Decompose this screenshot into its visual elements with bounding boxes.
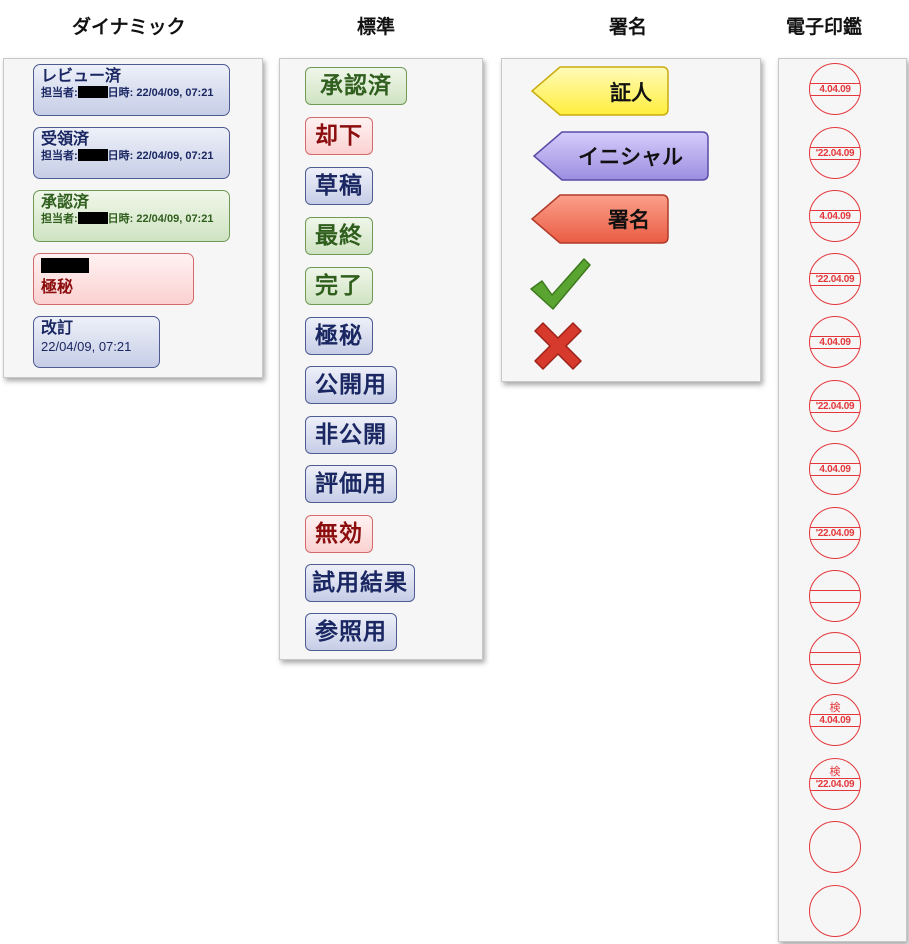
column-title-signature: 署名	[609, 16, 648, 38]
seal-stamp-inspected[interactable]: 検'22.04.09	[809, 758, 861, 810]
redaction-block	[77, 212, 108, 224]
seal-stamp[interactable]: 4.04.09	[809, 190, 861, 242]
signature-stamp-witness[interactable]: 証人	[530, 66, 669, 116]
seal-date: 4.04.09	[819, 84, 851, 95]
redaction-block	[77, 86, 108, 98]
standard-stamp-confidential[interactable]: 極秘	[305, 317, 373, 355]
standard-stamp-draft[interactable]: 草稿	[305, 167, 373, 205]
dynamic-stamp-received[interactable]: 受領済 担当者:日時: 22/04/09, 07:21	[33, 127, 230, 179]
standard-stamp-approved[interactable]: 承認済	[305, 67, 407, 105]
stamp-title: 極秘	[41, 279, 74, 296]
seal-date: '22.04.09	[815, 274, 855, 285]
seal-date: '22.04.09	[815, 401, 855, 412]
seal-stamp[interactable]: 4.04.09	[809, 316, 861, 368]
seal-stamp-plain[interactable]	[809, 821, 861, 873]
stamp-title: 承認済	[41, 194, 90, 211]
seal-kanji: 検	[829, 765, 841, 778]
check-icon[interactable]	[530, 258, 591, 310]
signature-stamp-initial[interactable]: イニシャル	[532, 131, 709, 181]
dynamic-stamp-revised[interactable]: 改訂 22/04/09, 07:21	[33, 316, 160, 368]
seal-date: 4.04.09	[819, 464, 851, 475]
seal-date: '22.04.09	[815, 528, 855, 539]
stamp-title: レビュー済	[41, 68, 122, 85]
dynamic-stamp-confidential[interactable]: 極秘	[33, 253, 194, 305]
standard-stamp-for-reference[interactable]: 参照用	[305, 613, 397, 651]
seal-kanji: 検	[829, 701, 841, 714]
seal-date: '22.04.09	[815, 148, 855, 159]
standard-stamp-for-public[interactable]: 公開用	[305, 366, 397, 404]
stamp-subtext: 22/04/09, 07:21	[41, 339, 132, 354]
seal-stamp[interactable]: '22.04.09	[809, 127, 861, 179]
standard-stamp-for-evaluation[interactable]: 評価用	[305, 465, 397, 503]
stamp-title: 改訂	[41, 320, 74, 337]
signature-stamp-canvas: 証人 イニシャル 署名	[530, 66, 709, 370]
stamp-subtext: 担当者:日時: 22/04/09, 07:21	[41, 86, 214, 99]
seal-stamp[interactable]: 4.04.09	[809, 63, 861, 115]
stamp-label: イニシャル	[578, 145, 683, 169]
seal-stamp[interactable]: '22.04.09	[809, 380, 861, 432]
standard-stamp-not-public[interactable]: 非公開	[305, 416, 397, 454]
stamp-label: 証人	[610, 81, 652, 105]
stamp-subtext: 担当者:日時: 22/04/09, 07:21	[41, 149, 214, 162]
redaction-block	[77, 149, 108, 161]
seal-stamp-panel: 4.04.09 '22.04.09 4.04.09 '22.04.09 4.04…	[778, 58, 907, 942]
standard-stamp-trial-result[interactable]: 試用結果	[305, 564, 415, 602]
stamp-label: 署名	[607, 208, 650, 232]
dynamic-stamp-panel: レビュー済 担当者:日時: 22/04/09, 07:21 受領済 担当者:日時…	[3, 58, 263, 378]
standard-stamp-final[interactable]: 最終	[305, 217, 373, 255]
stamp-title: 受領済	[41, 131, 90, 148]
seal-stamp[interactable]: '22.04.09	[809, 507, 861, 559]
signature-stamp-panel: 証人 イニシャル 署名	[501, 58, 761, 382]
stamp-subtext: 担当者:日時: 22/04/09, 07:21	[41, 212, 214, 225]
redaction-block	[41, 258, 89, 273]
standard-stamp-rejected[interactable]: 却下	[305, 117, 373, 155]
seal-stamp-blank[interactable]	[809, 632, 861, 684]
standard-stamp-completed[interactable]: 完了	[305, 267, 373, 305]
cross-icon[interactable]	[534, 322, 582, 370]
standard-stamp-void[interactable]: 無効	[305, 515, 373, 553]
dynamic-stamp-approved[interactable]: 承認済 担当者:日時: 22/04/09, 07:21	[33, 190, 230, 242]
seal-date: 4.04.09	[819, 337, 851, 348]
dynamic-stamp-reviewed[interactable]: レビュー済 担当者:日時: 22/04/09, 07:21	[33, 64, 230, 116]
seal-stamp[interactable]: 4.04.09	[809, 443, 861, 495]
seal-stamp[interactable]: '22.04.09	[809, 253, 861, 305]
seal-date: 4.04.09	[819, 211, 851, 222]
column-title-dynamic: ダイナミック	[72, 16, 186, 38]
seal-stamp-plain[interactable]	[809, 885, 861, 937]
column-title-standard: 標準	[357, 16, 396, 38]
seal-date: '22.04.09	[815, 779, 855, 790]
seal-stamp-blank[interactable]	[809, 570, 861, 622]
seal-date: 4.04.09	[819, 715, 851, 726]
signature-stamp-sign[interactable]: 署名	[530, 194, 669, 244]
column-title-seal: 電子印鑑	[786, 16, 863, 38]
standard-stamp-panel: 承認済 却下 草稿 最終 完了 極秘 公開用 非公開 評価用 無効 試用結果 参…	[279, 58, 483, 660]
